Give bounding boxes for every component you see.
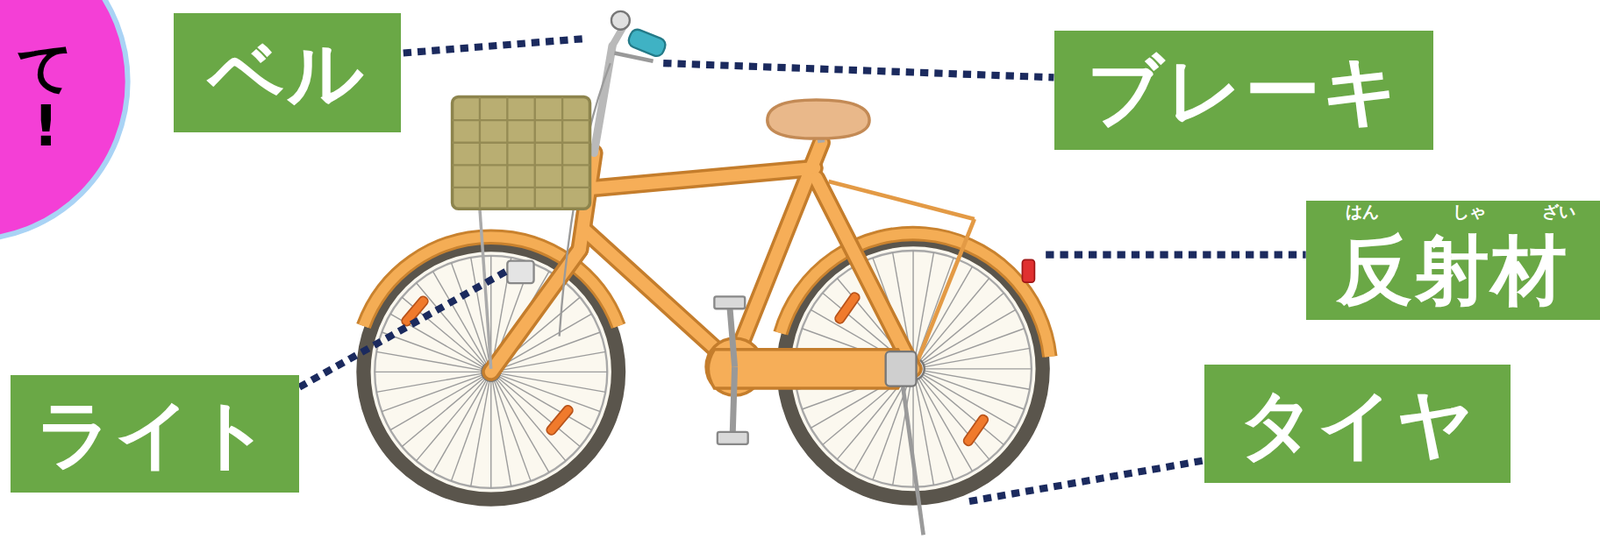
spoke — [913, 348, 1030, 369]
part-label-box: ベル — [173, 13, 401, 133]
carrier-bar — [828, 181, 975, 220]
part-label-box: はん しゃ ざい反射材 — [1306, 200, 1600, 321]
handlebar-stem — [593, 45, 613, 153]
leader-line — [1045, 251, 1306, 259]
spoke-reflector — [833, 291, 861, 325]
basket-line — [506, 96, 508, 209]
crank — [729, 306, 736, 368]
seat-stay — [816, 178, 914, 369]
spoke — [416, 283, 492, 373]
part-name: タイヤ — [1238, 386, 1476, 463]
part-name: て ! — [0, 38, 93, 157]
grip — [626, 27, 668, 58]
part-label-box: ライト — [10, 375, 300, 493]
seat-stay — [816, 178, 914, 369]
seat-tube — [732, 142, 822, 365]
basket-line — [478, 96, 481, 209]
kickstand — [902, 387, 923, 536]
basket-line — [452, 186, 591, 189]
headlight — [507, 261, 534, 285]
basket-line — [534, 96, 536, 209]
rear-fender — [780, 234, 1050, 358]
pedal — [714, 296, 745, 309]
basket-line — [452, 164, 591, 166]
rear-reflector — [1021, 259, 1035, 283]
down-tube — [584, 229, 730, 363]
part-label-box: タイヤ — [1204, 364, 1511, 484]
spoke — [913, 369, 1016, 429]
leader-line — [969, 460, 1204, 502]
furigana: ざい — [1542, 203, 1576, 221]
spoke — [913, 369, 990, 460]
callout-circle: て ! — [0, 0, 133, 245]
spoke — [491, 371, 566, 462]
part-name: 反射材 — [1336, 232, 1569, 308]
spoke — [913, 368, 1032, 370]
spoke-reflector — [962, 414, 990, 448]
part-label-box: ブレーキ — [1054, 30, 1435, 150]
rear-fender — [780, 234, 1050, 358]
leader-line — [663, 63, 1054, 78]
spoke — [432, 371, 491, 473]
spoke — [490, 371, 492, 489]
spoke — [401, 371, 492, 447]
basket-line — [452, 119, 591, 122]
circle-outline — [0, 0, 133, 245]
spoke — [491, 371, 531, 482]
spoke — [376, 371, 492, 393]
part-name: ブレーキ — [1086, 52, 1401, 129]
basket-line — [452, 142, 591, 144]
spoke — [913, 292, 1004, 370]
furigana: しゃ — [1452, 203, 1486, 221]
bell — [611, 11, 630, 30]
leader-line — [299, 269, 511, 388]
rear-brake — [885, 351, 917, 387]
down-tube — [584, 229, 730, 363]
top-tube — [590, 168, 815, 189]
brake-lever — [614, 52, 653, 61]
spoke — [491, 371, 593, 430]
spoke — [374, 371, 492, 373]
part-name: ベル — [207, 35, 366, 111]
furigana: はん — [1345, 203, 1379, 221]
carrier-strut — [914, 219, 974, 368]
top-tube — [590, 168, 815, 189]
basket — [452, 96, 591, 209]
spoke — [913, 369, 954, 481]
callout-circle-shape — [0, 0, 129, 241]
part-name: ライト — [35, 396, 273, 472]
basket-line — [561, 96, 564, 209]
spoke-reflector — [544, 404, 574, 437]
leader-line — [403, 38, 585, 53]
saddle — [767, 100, 870, 139]
spoke — [913, 369, 934, 486]
spoke — [491, 371, 512, 487]
spoke — [491, 371, 608, 373]
basket-weave — [452, 96, 591, 209]
pedal — [717, 432, 749, 445]
spoke — [381, 371, 492, 412]
crank — [732, 367, 735, 433]
